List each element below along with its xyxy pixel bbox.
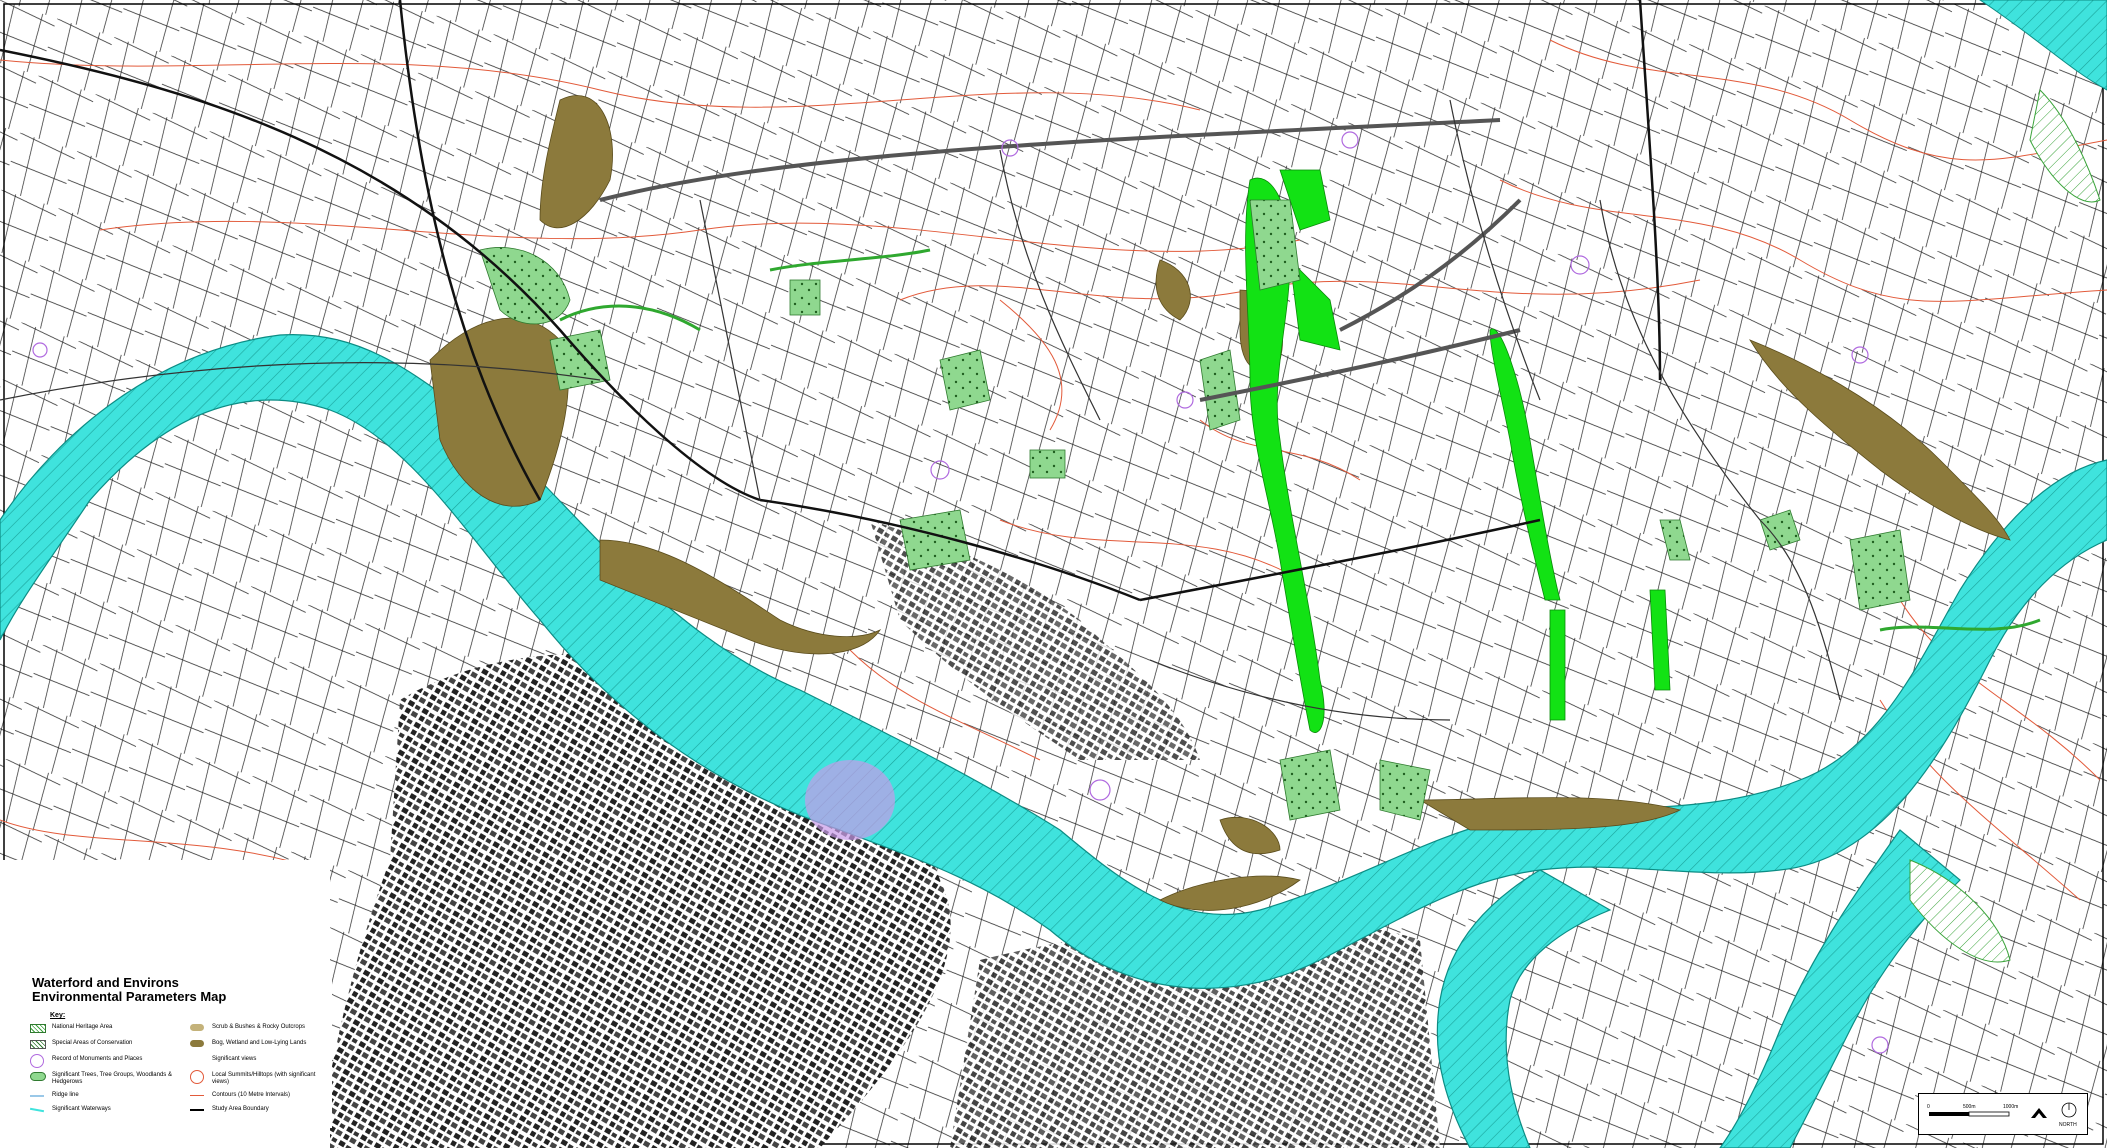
map-title: Waterford and Environs Environmental Par… <box>32 976 322 1004</box>
ridge-line-icon <box>30 1095 44 1097</box>
city-centre-monuments <box>805 760 895 840</box>
north-built-up-area <box>870 520 1200 760</box>
major-roads <box>0 0 1662 602</box>
scale-label-start: 0 <box>1927 1104 1930 1110</box>
woodland-areas <box>479 199 1911 821</box>
scale-label-mid: 500m <box>1963 1104 1976 1110</box>
legend-key-heading: Key: <box>50 1012 66 1019</box>
hedgerow-lines <box>559 248 2041 632</box>
map-title-line-1: Waterford and Environs <box>32 975 179 990</box>
green-corridors <box>1245 169 1671 733</box>
waterway-line-icon <box>29 1107 45 1113</box>
river-south-branch <box>1436 869 1612 1148</box>
minor-roads <box>0 99 1841 721</box>
scale-bar <box>1929 1102 2077 1118</box>
contour-line-icon <box>190 1095 204 1096</box>
bog-swatch <box>190 1040 204 1047</box>
motorway <box>599 118 1522 402</box>
scale-and-north-panel: 0 500m 1000m NORTH <box>1918 1093 2088 1135</box>
special-area-hatch <box>1909 859 2011 963</box>
boundary-line-icon <box>190 1109 204 1111</box>
legend: Waterford and Environs Environmental Par… <box>24 968 332 1128</box>
purple-circle-icon <box>30 1054 44 1068</box>
river-east-branch <box>1719 829 1961 1148</box>
views-icon <box>190 1056 204 1063</box>
summit-circle-icon <box>190 1070 204 1084</box>
north-label: NORTH <box>2059 1122 2077 1128</box>
tree-group-icon <box>30 1072 46 1081</box>
map-title-line-2: Environmental Parameters Map <box>32 989 227 1004</box>
south-built-up-area <box>950 920 1440 1148</box>
special-area-hatch-ne <box>2029 88 2101 203</box>
monument-circles <box>32 131 1889 1054</box>
scrub-swatch <box>190 1024 204 1031</box>
hatch-swatch <box>30 1040 46 1049</box>
scale-label-end: 1000m <box>2003 1104 2019 1110</box>
green-hatch-swatch <box>30 1024 46 1033</box>
north-arrow-icon <box>2031 1108 2047 1118</box>
